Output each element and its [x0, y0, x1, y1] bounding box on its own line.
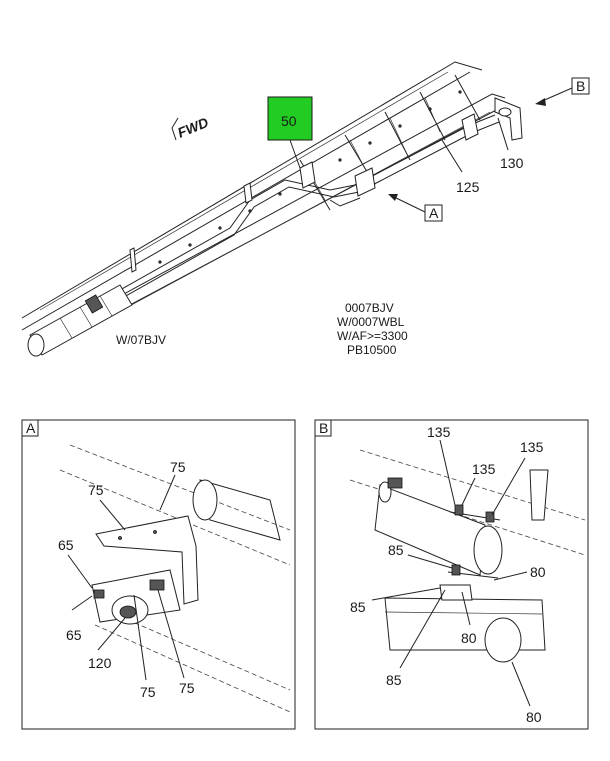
view-ref-b: B: [535, 77, 590, 106]
detail-b-callout: 85: [350, 599, 366, 615]
notes-block: 0007BJV W/0007WBL W/AF>=3300 PB10500: [337, 301, 408, 357]
detail-a-tag: A: [26, 420, 36, 436]
callout-125-label: 125: [456, 179, 480, 195]
hanger-brackets: [129, 97, 523, 273]
fwd-label: FWD: [175, 114, 211, 141]
detail-a-callout: 75: [179, 680, 195, 696]
view-ref-a: A: [388, 194, 443, 222]
detail-b-callout: 80: [526, 709, 542, 725]
detail-a-callout: 75: [140, 684, 156, 700]
detail-b-panel: B 135 135 135 85 80 85 80: [314, 419, 589, 730]
callout-130: 130: [497, 117, 524, 171]
detail-a-callout: 65: [58, 537, 74, 553]
callout-130-label: 130: [500, 155, 524, 171]
detail-b-callout: 85: [386, 672, 402, 688]
detail-b-callout: 135: [427, 424, 451, 440]
callout-50: 50: [267, 96, 313, 169]
view-ref-a-label: A: [429, 205, 439, 221]
left-note: W/07BJV: [116, 333, 166, 347]
detail-a-callout: 65: [66, 627, 82, 643]
main-view: FWD 50 125 130 A B: [21, 61, 590, 357]
note-line: PB10500: [347, 343, 397, 357]
callout-50-highlight: [267, 96, 313, 141]
detail-b-callout: 80: [461, 630, 477, 646]
fwd-indicator: FWD: [171, 114, 211, 141]
note-line: 0007BJV: [345, 301, 394, 315]
detail-b-callout: 135: [472, 461, 496, 477]
note-line: W/AF>=3300: [337, 329, 408, 343]
detail-b-callout: 85: [388, 542, 404, 558]
detail-a-panel: A 75 75 65 65 120 75 75: [21, 419, 296, 730]
muffler: [27, 284, 133, 357]
detail-b-callout: 135: [520, 439, 544, 455]
note-line: W/0007WBL: [337, 315, 405, 329]
callout-50-label: 50: [281, 113, 297, 129]
detail-b-tag: B: [319, 420, 328, 436]
detail-a-callout: 75: [170, 459, 186, 475]
view-ref-b-label: B: [576, 78, 585, 94]
detail-a-callout: 120: [88, 655, 112, 671]
detail-b-callout: 80: [530, 564, 546, 580]
callout-125: 125: [441, 139, 480, 195]
detail-a-callout: 75: [88, 482, 104, 498]
